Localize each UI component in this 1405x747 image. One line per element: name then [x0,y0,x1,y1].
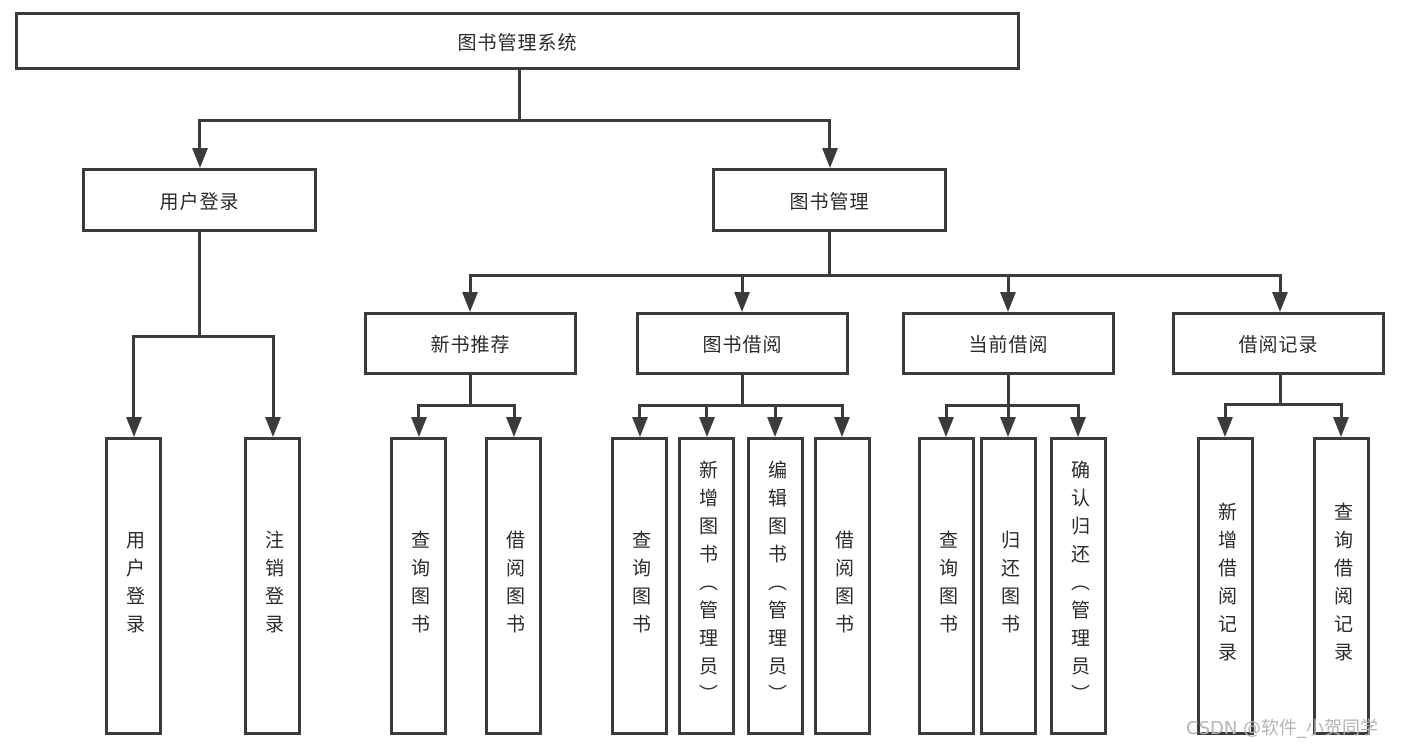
arrow-down-icon [126,417,142,437]
connector-user-drop-2 [272,335,275,419]
node-book-borrow: 图书借阅 [636,312,849,375]
arrow-down-icon [1000,292,1016,312]
node-current-borrow-label: 当前借阅 [968,334,1049,356]
arrow-down-icon [1070,417,1086,437]
arrow-down-icon [411,417,427,437]
connector-current-drop-2 [1007,404,1010,418]
connector-mgmt-drop-4 [1279,274,1282,294]
leaf-borrow-edit-label: 编辑图书（管理员） [765,460,787,712]
node-root: 图书管理系统 [15,12,1020,70]
arrow-down-icon [506,417,522,437]
leaf-current-confirm-label: 确认归还（管理员） [1068,460,1090,712]
node-borrow-records-label: 借阅记录 [1238,334,1319,356]
connector-records-drop-1 [1224,403,1227,418]
arrow-down-icon [192,148,208,168]
arrow-down-icon [834,417,850,437]
arrow-down-icon [265,417,281,437]
leaf-logout-label: 注销登录 [262,530,284,642]
connector-root-drop-right [828,119,831,150]
connector-mgmt-drop-3 [1007,274,1010,294]
connector-root-bar [198,119,831,122]
leaf-records-add-label: 新增借阅记录 [1215,502,1237,670]
node-book-management-label: 图书管理 [789,190,870,213]
connector-borrow-drop-3 [774,404,777,418]
connector-mgmt-bar [469,274,1282,277]
connector-borrow-drop-2 [705,404,708,418]
leaf-user-login-label: 用户登录 [123,530,145,642]
node-new-book-recommend-label: 新书推荐 [430,334,511,356]
node-user-login-label: 用户登录 [159,190,240,213]
node-book-management: 图书管理 [712,168,947,232]
node-root-label: 图书管理系统 [457,31,578,54]
connector-mgmt-trunk [828,230,831,276]
leaf-newbook-borrow-label: 借阅图书 [503,530,525,642]
leaf-records-query-label: 查询借阅记录 [1331,502,1353,670]
leaf-records-add: 新增借阅记录 [1197,437,1254,735]
connector-root-drop-left [198,119,201,150]
arrow-down-icon [734,292,750,312]
arrow-down-icon [1272,292,1288,312]
arrow-down-icon [462,292,478,312]
connector-user-drop-1 [132,335,135,419]
connector-borrow-trunk [741,373,744,407]
leaf-records-query: 查询借阅记录 [1313,437,1370,735]
connector-root-trunk [518,68,521,122]
leaf-borrow-query: 查询图书 [611,437,668,735]
leaf-current-return-label: 归还图书 [998,530,1020,642]
leaf-borrow-borrow: 借阅图书 [814,437,871,735]
connector-newbook-trunk [469,373,472,407]
connector-newbook-bar [417,404,516,407]
leaf-borrow-borrow-label: 借阅图书 [832,530,854,642]
leaf-current-return: 归还图书 [980,437,1037,735]
leaf-borrow-edit: 编辑图书（管理员） [747,437,804,735]
leaf-borrow-add: 新增图书（管理员） [678,437,735,735]
connector-mgmt-drop-1 [469,274,472,294]
leaf-newbook-query: 查询图书 [390,437,447,735]
connector-records-bar [1224,403,1343,406]
leaf-borrow-add-label: 新增图书（管理员） [696,460,718,712]
arrow-down-icon [822,148,838,168]
connector-mgmt-drop-2 [741,274,744,294]
leaf-logout: 注销登录 [244,437,301,735]
arrow-down-icon [1217,417,1233,437]
leaf-current-query: 查询图书 [918,437,975,735]
arrow-down-icon [699,417,715,437]
connector-current-bar [945,404,1080,407]
arrow-down-icon [1333,417,1349,437]
arrow-down-icon [767,417,783,437]
connector-borrow-drop-1 [638,404,641,418]
arrow-down-icon [938,417,954,437]
csdn-watermark: CSDN @软件_小贺同学 [1186,718,1379,739]
connector-records-drop-2 [1340,403,1343,418]
connector-current-drop-1 [945,404,948,418]
leaf-current-confirm: 确认归还（管理员） [1050,437,1107,735]
node-user-login: 用户登录 [82,168,317,232]
leaf-current-query-label: 查询图书 [936,530,958,642]
node-borrow-records: 借阅记录 [1172,312,1385,375]
connector-borrow-drop-4 [841,404,844,418]
node-book-borrow-label: 图书借阅 [702,334,783,356]
connector-user-bar [132,335,275,338]
leaf-user-login: 用户登录 [105,437,162,735]
leaf-newbook-borrow: 借阅图书 [485,437,542,735]
connector-current-drop-3 [1077,404,1080,418]
node-new-book-recommend: 新书推荐 [364,312,577,375]
connector-records-trunk [1279,373,1282,406]
arrow-down-icon [1000,417,1016,437]
connector-newbook-drop-1 [417,404,420,418]
connector-newbook-drop-2 [513,404,516,418]
connector-user-trunk [198,230,201,338]
connector-current-trunk [1007,373,1010,407]
leaf-borrow-query-label: 查询图书 [629,530,651,642]
node-current-borrow: 当前借阅 [902,312,1115,375]
leaf-newbook-query-label: 查询图书 [408,530,430,642]
arrow-down-icon [632,417,648,437]
connector-borrow-bar [638,404,844,407]
